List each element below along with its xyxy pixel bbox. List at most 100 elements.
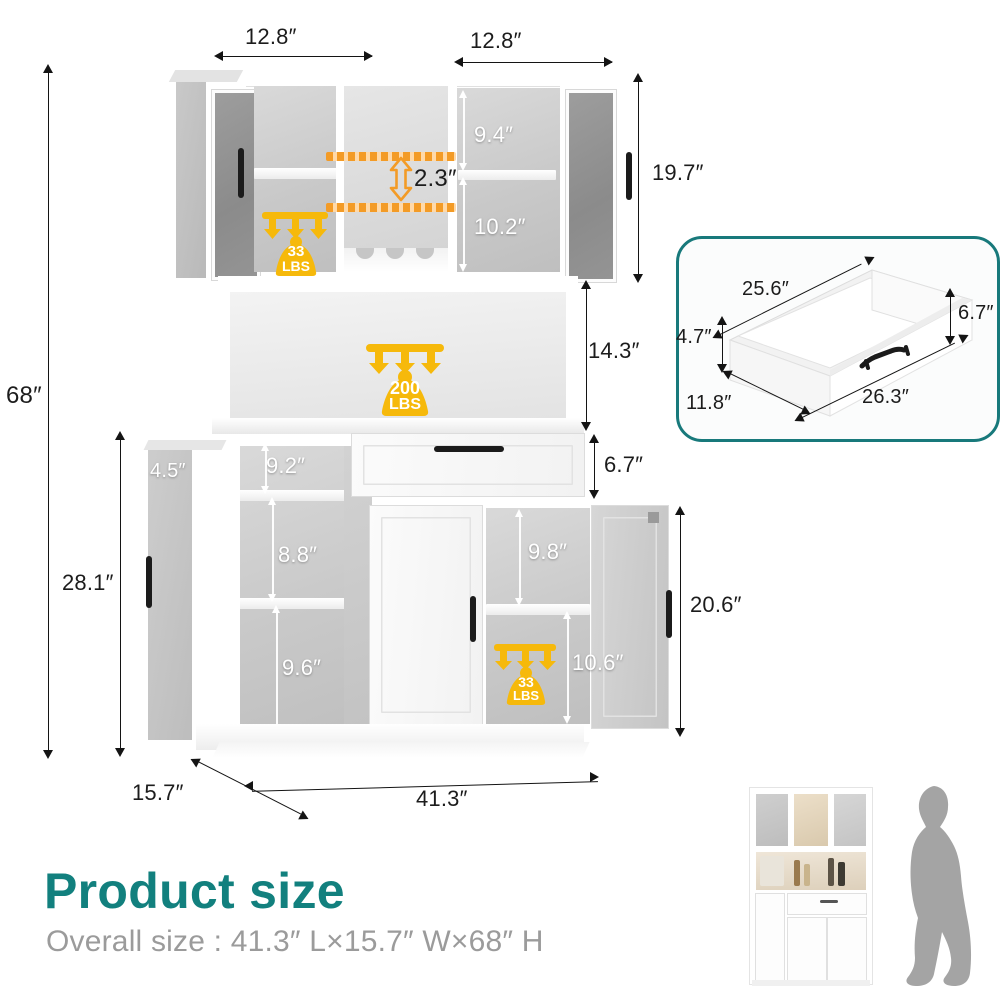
dim-countertop-clearance: 14.3″ xyxy=(588,338,640,363)
hutch-upper-shelf-arrow-top xyxy=(459,90,467,98)
load-badge-text: 200 LBS xyxy=(371,379,439,414)
base-height-arrow-bottom xyxy=(115,748,125,757)
dim-drawer-inner-width: 11.8″ xyxy=(686,392,732,414)
hutch-left-door-glass xyxy=(215,93,257,277)
base-center-door-handle[interactable] xyxy=(470,596,476,642)
dim-right-top-cubby: 9.8″ xyxy=(528,539,568,564)
base-drawer-handle[interactable] xyxy=(434,446,504,452)
thumb-left-tall-door xyxy=(756,894,784,980)
thumb-hutch-right-glass xyxy=(834,794,866,846)
hutch-upper-shelf-arrow-bottom xyxy=(459,163,467,171)
base-left-rack-door[interactable] xyxy=(148,448,192,740)
dim-right-cabinet-height: 20.6″ xyxy=(690,592,742,617)
hutch-right-door-glass xyxy=(569,93,613,279)
load-badge-unit: LBS xyxy=(389,396,421,414)
thumb-door-left xyxy=(788,918,826,980)
hutch-lower-shelf-dim-line xyxy=(463,182,465,268)
load-badge-unit: LBS xyxy=(282,258,310,275)
thumb-bottle-2 xyxy=(804,864,810,886)
top-right-width-arrow-start xyxy=(454,57,463,67)
dim-depth: 15.7″ xyxy=(132,780,184,805)
thumb-hutch-center-open xyxy=(794,794,828,846)
countertop-clearance-arrow-bottom xyxy=(581,422,591,431)
left-mid-cubby-dim-line xyxy=(272,502,274,598)
hutch-right-door-handle[interactable] xyxy=(626,152,632,200)
human-silhouette-icon xyxy=(906,786,972,986)
thumb-base-plinth xyxy=(752,980,870,986)
page-title: Product size xyxy=(44,863,345,919)
hutch-upper-shelf-dim-line xyxy=(463,96,465,166)
left-top-cubby-arrow-bottom xyxy=(261,486,269,494)
weight-bag-icon xyxy=(506,667,546,705)
load-arrows-icon xyxy=(264,218,327,239)
top-left-width-arrow-start xyxy=(214,51,223,61)
base-right-open-door-handle[interactable] xyxy=(666,590,672,638)
drawer-inner-height-arrow-bottom xyxy=(717,364,727,373)
load-badge-text: 33 LBS xyxy=(267,244,325,274)
dim-side-rack-depth: 4.5″ xyxy=(150,460,186,482)
dim-drawer-inner-length: 25.6″ xyxy=(742,278,790,300)
dim-left-top-cubby: 9.2″ xyxy=(266,453,306,478)
base-left-rack-door-handle[interactable] xyxy=(146,556,152,608)
thumb-drawer xyxy=(788,894,866,914)
depth-arrow-start xyxy=(188,754,201,768)
hutch-right-glass-door[interactable] xyxy=(560,84,622,288)
top-left-width-dim-line xyxy=(222,56,372,57)
weight-bag-icon xyxy=(381,370,429,416)
thumb-bottle-1 xyxy=(794,860,800,886)
base-right-open-door[interactable] xyxy=(592,506,668,728)
hutch-right-shelf xyxy=(458,170,556,180)
load-badge-right-cabinet: 33 LBS xyxy=(490,640,562,705)
drawer-inner-height-dim-line xyxy=(722,322,723,366)
stemware-slot-2 xyxy=(386,248,404,259)
left-bottom-cubby-arrow-top xyxy=(272,605,280,613)
right-bottom-cubby-arrow-bottom xyxy=(563,716,571,724)
stemware-slot-1 xyxy=(356,248,374,259)
load-badge-value: 33 xyxy=(287,243,305,260)
width-arrow-end xyxy=(590,772,599,782)
overall-height-arrow-bottom xyxy=(43,750,53,759)
dim-left-mid-cubby: 8.8″ xyxy=(278,542,318,567)
left-top-cubby-dim-line xyxy=(265,448,267,490)
load-badge-text: 33 LBS xyxy=(499,675,553,703)
base-right-shelf xyxy=(486,604,590,615)
hutch-divider-right xyxy=(448,86,457,272)
hutch-left-shelf xyxy=(254,168,340,179)
load-badge-hutch-left: 33 LBS xyxy=(256,206,334,276)
gap-dash-line-top xyxy=(326,152,456,161)
thumb-appliance xyxy=(760,856,784,886)
hutch-divider-left xyxy=(336,86,344,272)
right-bottom-cubby-arrow-top xyxy=(563,611,571,619)
hutch-lower-shelf-arrow-top xyxy=(459,177,467,185)
dim-top-right-section: 12.8″ xyxy=(470,28,522,53)
top-left-width-arrow-end xyxy=(364,51,373,61)
base-drawer-front[interactable] xyxy=(352,434,584,496)
base-center-door[interactable] xyxy=(370,506,482,724)
load-badge-countertop: 200 LBS xyxy=(360,342,450,418)
dim-stem-rack-gap: 2.3″ xyxy=(414,165,457,192)
gap-dash-line-bottom xyxy=(326,203,456,212)
hutch-left-door-handle[interactable] xyxy=(238,148,244,198)
drawer-detail-illustration xyxy=(728,269,974,417)
load-arrows-icon xyxy=(495,650,556,670)
hutch-lower-shelf-arrow-bottom xyxy=(459,264,467,272)
hutch-height-arrow-top xyxy=(633,73,643,82)
width-arrow-start xyxy=(244,781,253,791)
drawer-outer-height-arrow-top xyxy=(945,288,955,297)
thumb-drawer-handle xyxy=(820,900,838,903)
dim-base-cabinet-height: 28.1″ xyxy=(62,570,114,595)
left-mid-cubby-arrow-top xyxy=(268,497,276,505)
left-mid-cubby-arrow-bottom xyxy=(268,594,276,602)
load-bar xyxy=(262,212,328,219)
hutch-left-door-outer[interactable] xyxy=(176,78,206,278)
thumb-hutch-left-glass xyxy=(756,794,788,846)
overall-height-arrow-top xyxy=(43,64,53,73)
countertop-left-wall xyxy=(218,276,230,428)
right-bottom-cubby-dim-line xyxy=(567,616,569,720)
drawer-inner-height-arrow-top xyxy=(717,316,727,325)
right-top-cubby-arrow-top xyxy=(515,509,523,517)
base-left-shelf-top xyxy=(236,490,360,501)
base-left-shelf-mid xyxy=(236,598,360,609)
left-bottom-cubby-dim-line xyxy=(276,610,278,738)
dim-left-bottom-cubby: 9.6″ xyxy=(282,655,322,680)
